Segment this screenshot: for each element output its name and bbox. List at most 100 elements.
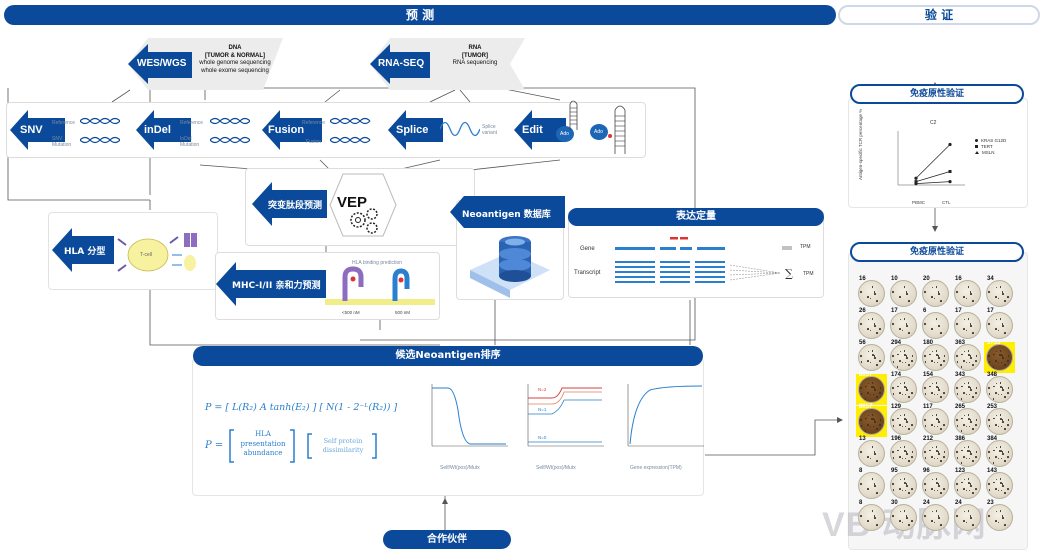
elispot-well [890,344,917,371]
elispot-spot [873,291,876,293]
elispot-spot [968,482,970,484]
elispot-spot [963,350,966,353]
c2-series-line-0 [915,144,951,179]
elispot-spot [1002,421,1004,423]
elispot-count: 13 [859,436,866,442]
elispot-spot [911,451,914,453]
elispot-spot [899,456,901,458]
elispot-well [858,504,885,531]
snv-dna-icon [80,117,120,144]
elispot-spot [988,457,991,459]
elispot-spot [871,318,874,320]
elispot-spot [969,451,972,453]
elispot-spot [933,457,936,460]
elispot-spot [1000,450,1002,452]
elispot-spot [892,483,894,485]
elispot-spot [872,425,875,428]
elispot-spot [995,478,998,481]
elispot-spot [869,329,872,332]
elispot-well [890,440,917,467]
elispot-spot [911,520,914,522]
elispot-spot [995,350,998,353]
c2-ylabel: Antigen-specific TCR percentage % [858,108,863,180]
elispot-spot [864,398,867,400]
elispot-spot [876,428,879,430]
elispot-well [858,376,885,403]
elispot-spot [967,414,970,416]
elispot-spot [965,329,968,332]
elispot-spot [1002,357,1004,359]
elispot-well [954,280,981,307]
elispot-spot [956,323,958,325]
elispot-spot [873,515,876,517]
elispot-spot [997,393,1000,396]
elispot-spot [876,492,879,494]
elispot-spot [975,392,978,394]
elispot-spot [936,457,939,460]
col1-line2: presentation [240,439,286,448]
col2-line1: Self protein [323,437,363,445]
vep-hexagon [329,173,397,237]
elispot-spot [937,355,940,357]
c2-point-2-0 [914,182,918,186]
elispot-well [890,504,917,531]
elispot-spot [937,515,940,517]
elispot-spot [995,424,997,426]
wes-banner-shape [128,38,283,90]
elispot-spot [867,360,869,362]
elispot-spot [963,296,965,298]
elispot-spot [960,430,963,432]
elispot-spot [896,449,899,452]
elispot-spot [879,387,882,389]
elispot-spot [965,489,968,492]
elispot-well [922,440,949,467]
mhc-caption: HLA binding prediction [352,260,403,266]
elispot-spot [899,360,901,362]
elispot-spot [911,355,914,357]
elispot-well [954,376,981,403]
elispot-spot [992,481,995,484]
elispot-spot [869,297,872,300]
expression-transcript: Transcript [574,270,601,276]
elispot-well [858,312,885,339]
elispot-spot [970,357,972,359]
elispot-spot [936,482,938,484]
elispot-count: 17 [891,308,898,314]
elispot-spot [871,382,874,384]
elispot-count: 143 [987,468,998,474]
elispot-well [858,344,885,371]
elispot-spot [969,419,972,421]
elispot-spot [960,398,963,400]
hla-typing-label: HLA 分型 [64,247,106,257]
elispot-spot [873,451,876,453]
indel-ref: Reference [180,120,204,126]
elispot-spot [988,323,990,325]
partner-button[interactable]: 合作伙伴 [383,530,511,549]
elispot-spot [995,328,997,330]
elispot-spot [876,524,879,526]
elispot-spot [988,291,990,293]
elispot-spot [924,451,926,453]
rna-label: RNA-SEQ [378,58,425,69]
elispot-spot [940,364,943,366]
elispot-spot [988,355,990,357]
elispot-count: 384 [987,436,998,442]
elispot-spot [940,524,943,526]
elispot-spot [871,350,874,352]
elispot-spot [988,361,991,363]
c2-xcat0: PBMC [912,200,926,205]
elispot-spot [975,488,978,490]
elispot-spot [903,414,906,416]
ranking-header: 候选Neoantigen排序 [193,346,703,366]
elispot-spot [896,366,899,368]
elispot-spot [908,428,911,430]
elispot-spot [901,457,904,460]
elispot-spot [956,419,958,421]
elispot-count: 253 [987,404,998,410]
elispot-spot [872,354,874,356]
elispot-spot [872,393,875,396]
elispot-spot [975,419,978,421]
elispot-spot [1000,418,1002,420]
elispot-spot [906,357,908,359]
edit-ado2: Ado [594,129,603,135]
